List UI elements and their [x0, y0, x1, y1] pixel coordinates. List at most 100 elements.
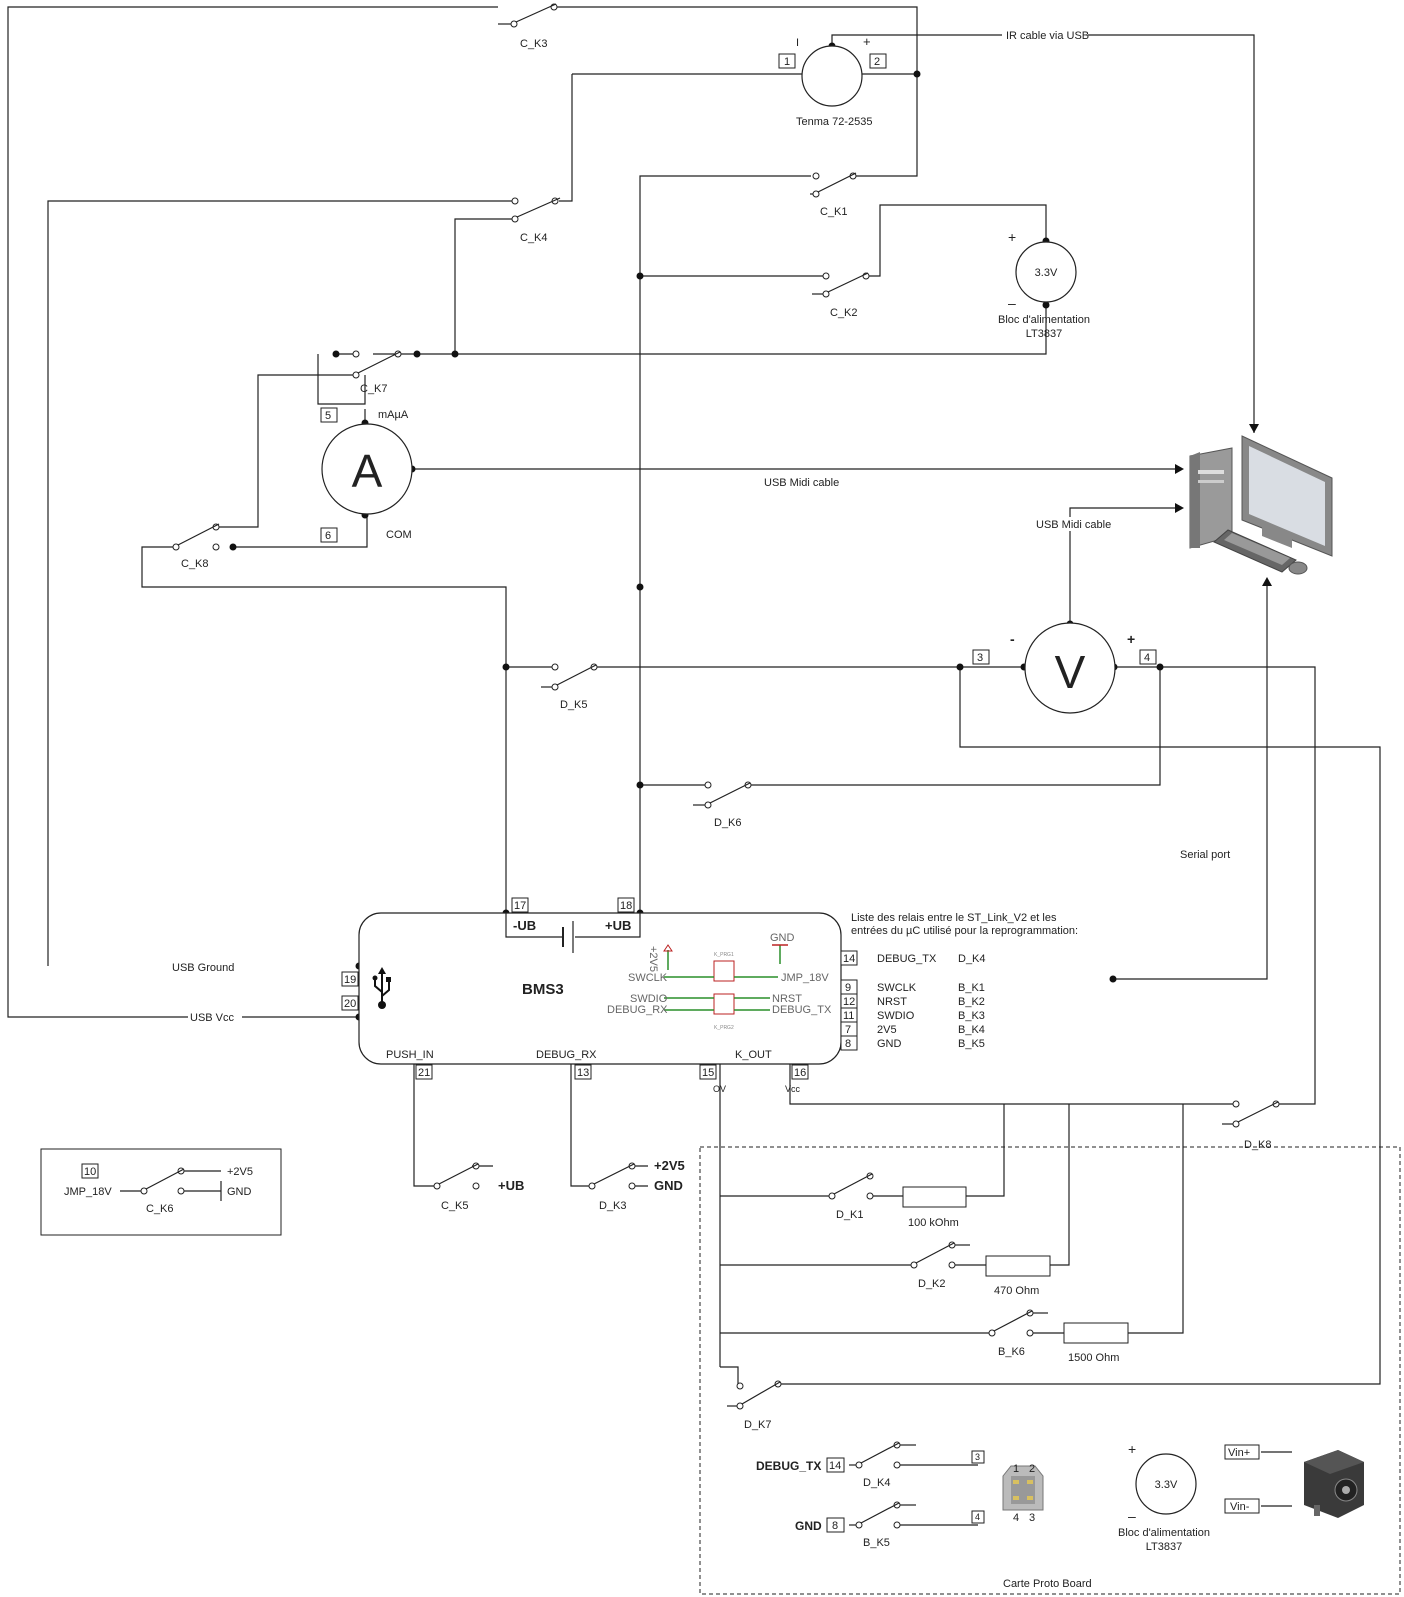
svg-text:DEBUG_RX: DEBUG_RX: [536, 1049, 597, 1061]
svg-text:USB Ground: USB Ground: [172, 962, 234, 974]
svg-text:5: 5: [325, 410, 331, 422]
svg-text:A: A: [352, 445, 383, 497]
svg-text:8: 8: [845, 1038, 851, 1050]
svg-text:20: 20: [344, 998, 356, 1010]
svg-text:B_K4: B_K4: [958, 1024, 985, 1036]
svg-text:19: 19: [344, 974, 356, 986]
svg-text:–: –: [1008, 295, 1016, 311]
svg-text:+: +: [1128, 1441, 1136, 1457]
svg-text:14: 14: [843, 953, 855, 965]
resistor-1500: 1500 Ohm: [1063, 1322, 1129, 1364]
relay-label: C_K2: [830, 307, 858, 319]
arrows: [1175, 424, 1272, 586]
svg-text:18: 18: [620, 900, 632, 912]
ir-cable-label: IR cable via USB: [1006, 30, 1089, 42]
relay-label: D_K3: [599, 1200, 627, 1212]
junctions: [229, 42, 1164, 1021]
relay-c-k2: C_K2: [812, 272, 870, 319]
power-supply-top: 3.3V + – Bloc d'alimentation LT3837: [998, 229, 1090, 340]
svg-text:DEBUG_TX: DEBUG_TX: [772, 1004, 832, 1016]
svg-text:I: I: [796, 37, 799, 49]
bms3-board: BMS3 -UB +UB 17 18 19 20 USB Ground USB …: [170, 897, 842, 1094]
svg-text:7: 7: [845, 1024, 851, 1036]
svg-text:NRST: NRST: [772, 993, 802, 1005]
svg-text:LT3837: LT3837: [1026, 328, 1063, 340]
voltmeter: V 3 4 - +: [972, 622, 1157, 714]
svg-text:4: 4: [975, 1512, 980, 1522]
svg-text:B_K3: B_K3: [958, 1010, 985, 1022]
svg-text:2: 2: [1029, 1463, 1035, 1475]
relay-c-k5: C_K5: [433, 1162, 480, 1212]
svg-text:21: 21: [418, 1067, 430, 1079]
relay-list: Liste des relais entre le ST_Link_V2 et …: [840, 912, 1078, 1051]
relay-c-k7: C_K7: [352, 350, 402, 395]
relay-c-k8: C_K8: [172, 523, 220, 570]
svg-text:1: 1: [784, 56, 790, 68]
computer-icon: [1189, 435, 1333, 575]
svg-text:Tenma 72-2535: Tenma 72-2535: [796, 116, 872, 128]
svg-text:V: V: [1055, 646, 1086, 698]
svg-text:SWCLK: SWCLK: [877, 982, 917, 994]
relay-label: D_K4: [863, 1477, 891, 1489]
svg-text:Vin+: Vin+: [1228, 1447, 1250, 1459]
svg-text:4: 4: [1144, 652, 1150, 664]
svg-text:17: 17: [514, 900, 526, 912]
relay-list-row: 9 SWCLK B_K1: [840, 979, 985, 995]
relay-list-row: 8 GND B_K5: [840, 1035, 985, 1051]
relay-list-row: 11 SWDIO B_K3: [840, 1007, 985, 1023]
svg-text:1500 Ohm: 1500 Ohm: [1068, 1352, 1119, 1364]
svg-text:3.3V: 3.3V: [1155, 1479, 1178, 1491]
svg-text:3: 3: [975, 1452, 980, 1462]
svg-text:SWDIO: SWDIO: [877, 1010, 915, 1022]
relay-list-row: 12 NRST B_K2: [840, 993, 985, 1009]
svg-text:100 kOhm: 100 kOhm: [908, 1217, 959, 1229]
usb-icon: [372, 967, 391, 1009]
svg-text:B_K2: B_K2: [958, 996, 985, 1008]
svg-text:DEBUG_RX: DEBUG_RX: [607, 1004, 668, 1016]
svg-text:GND: GND: [227, 1186, 252, 1198]
relay-label: C_K7: [360, 383, 388, 395]
svg-text:JMP_18V: JMP_18V: [64, 1186, 112, 1198]
relay-label: C_K8: [181, 558, 209, 570]
relay-d-k3: D_K3: [588, 1162, 636, 1212]
usb-midi-label-2: USB Midi cable: [1036, 519, 1111, 531]
svg-text:2V5: 2V5: [877, 1024, 897, 1036]
relay-label: D_K2: [918, 1278, 946, 1290]
svg-text:9: 9: [845, 982, 851, 994]
ammeter: A 5 6 mAµA COM: [320, 407, 413, 543]
relay-b-k5: B_K5: [855, 1501, 916, 1549]
d-k3-bottom: GND: [654, 1178, 683, 1193]
relay-list-row: 7 2V5 B_K4: [840, 1021, 985, 1037]
relay-label: B_K5: [863, 1537, 890, 1549]
relay-c-k4: C_K4: [511, 197, 561, 244]
relay-label: B_K6: [998, 1346, 1025, 1358]
relay-label: D_K8: [1244, 1139, 1272, 1151]
svg-text:GND: GND: [770, 932, 795, 944]
svg-text:D_K4: D_K4: [958, 953, 986, 965]
proto-board: Carte Proto Board DEBUG_TX 14 GND 8 3 4 …: [699, 1146, 1401, 1595]
serial-port-label: Serial port: [1180, 849, 1230, 861]
relay-d-k1: D_K1: [828, 1172, 874, 1221]
svg-text:Vcc: Vcc: [785, 1084, 801, 1094]
bms-title: BMS3: [522, 981, 564, 998]
svg-text:Liste des relais entre le ST_L: Liste des relais entre le ST_Link_V2 et …: [851, 912, 1057, 924]
usb-b-connector-icon: 1 2 4 3: [1002, 1463, 1044, 1524]
svg-text:470 Ohm: 470 Ohm: [994, 1285, 1039, 1297]
relay-label: D_K7: [744, 1419, 772, 1431]
svg-text:SWDIO: SWDIO: [630, 993, 668, 1005]
svg-text:6: 6: [325, 530, 331, 542]
svg-text:NRST: NRST: [877, 996, 907, 1008]
svg-text:-UB: -UB: [513, 918, 536, 933]
svg-text:SWCLK: SWCLK: [628, 972, 668, 984]
svg-text:USB Vcc: USB Vcc: [190, 1012, 235, 1024]
svg-text:10: 10: [84, 1166, 96, 1178]
svg-text:3: 3: [977, 652, 983, 664]
svg-text:OV: OV: [713, 1084, 726, 1094]
relay-label: C_K3: [520, 38, 548, 50]
proto-title: Carte Proto Board: [1003, 1578, 1092, 1590]
svg-text:Vin-: Vin-: [1230, 1501, 1250, 1513]
jmp-box: 10 JMP_18V +2V5 GND: [40, 1148, 282, 1236]
svg-text:+2V5: +2V5: [647, 946, 659, 972]
usb-midi-label-1: USB Midi cable: [764, 477, 839, 489]
